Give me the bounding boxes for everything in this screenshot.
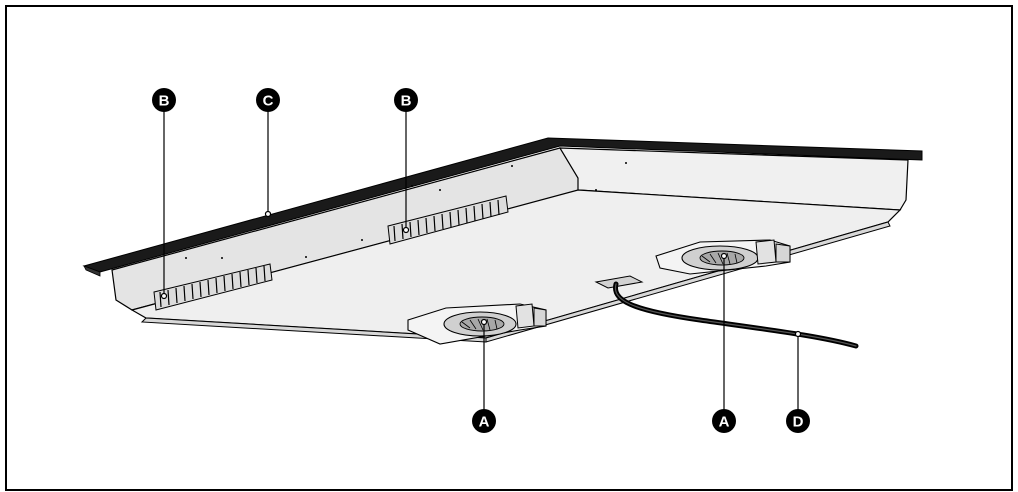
callout-leaders (163, 110, 799, 410)
power-cable (594, 275, 859, 349)
figure-border (5, 5, 1013, 491)
callout-b-left: B (152, 88, 176, 112)
callout-c: C (256, 88, 280, 112)
callout-b-right: B (394, 88, 418, 112)
callout-a-right-label: A (719, 414, 730, 431)
callout-a-left-label: A (479, 414, 490, 431)
callout-c-label: C (263, 93, 274, 110)
callout-d-label: D (793, 414, 804, 431)
cooling-fan-front (407, 303, 547, 345)
callout-a-left: A (472, 409, 496, 433)
callout-b-right-label: B (401, 93, 412, 110)
callout-d: D (786, 409, 810, 433)
callout-b-left-label: B (159, 93, 170, 110)
ventilation-slots-right (387, 195, 509, 245)
ventilation-slots-left (153, 263, 273, 311)
glass-ceramic-top (82, 137, 923, 277)
callout-a-right: A (712, 409, 736, 433)
